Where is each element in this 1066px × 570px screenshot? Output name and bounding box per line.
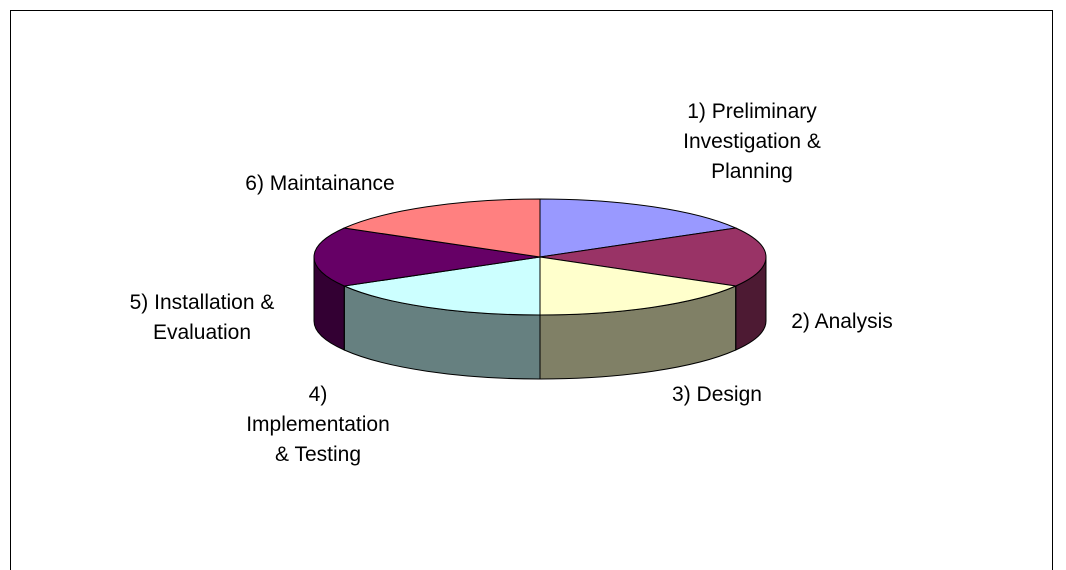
slice-label-line: 1) Preliminary [687, 100, 817, 123]
slice-label-line: 5) Installation & [130, 291, 275, 314]
pie-sides [313, 256, 767, 380]
slice-label-3: 3) Design [672, 383, 762, 406]
slice-label-line: Investigation & [683, 130, 821, 153]
slice-label-line: 6) Maintainance [245, 172, 394, 195]
slice-label-line: Planning [711, 160, 793, 183]
slice-label-2: 2) Analysis [791, 310, 893, 333]
pie-slice-2 [539, 227, 767, 287]
pie-slice-5 [313, 227, 541, 287]
slice-label-line: 4) [309, 383, 328, 406]
pie-slice-6 [342, 198, 541, 258]
slice-label-5: 5) Installation & Evaluation [130, 291, 275, 344]
slice-label-line: & Testing [275, 443, 361, 466]
slice-label-line: Evaluation [153, 321, 251, 344]
pie-slice-1 [539, 198, 738, 258]
slice-label-line: Implementation [246, 413, 390, 436]
chart-frame [10, 10, 1053, 570]
pie-slice-3 [539, 256, 738, 316]
pie-top-faces [313, 198, 767, 316]
slice-label-6: 6) Maintainance [245, 172, 394, 195]
slice-label-4: 4) Implementation & Testing [246, 383, 390, 466]
slice-label-line: 2) Analysis [791, 310, 893, 333]
slice-label-line: 3) Design [672, 383, 762, 406]
pie-slice-4 [342, 256, 541, 316]
